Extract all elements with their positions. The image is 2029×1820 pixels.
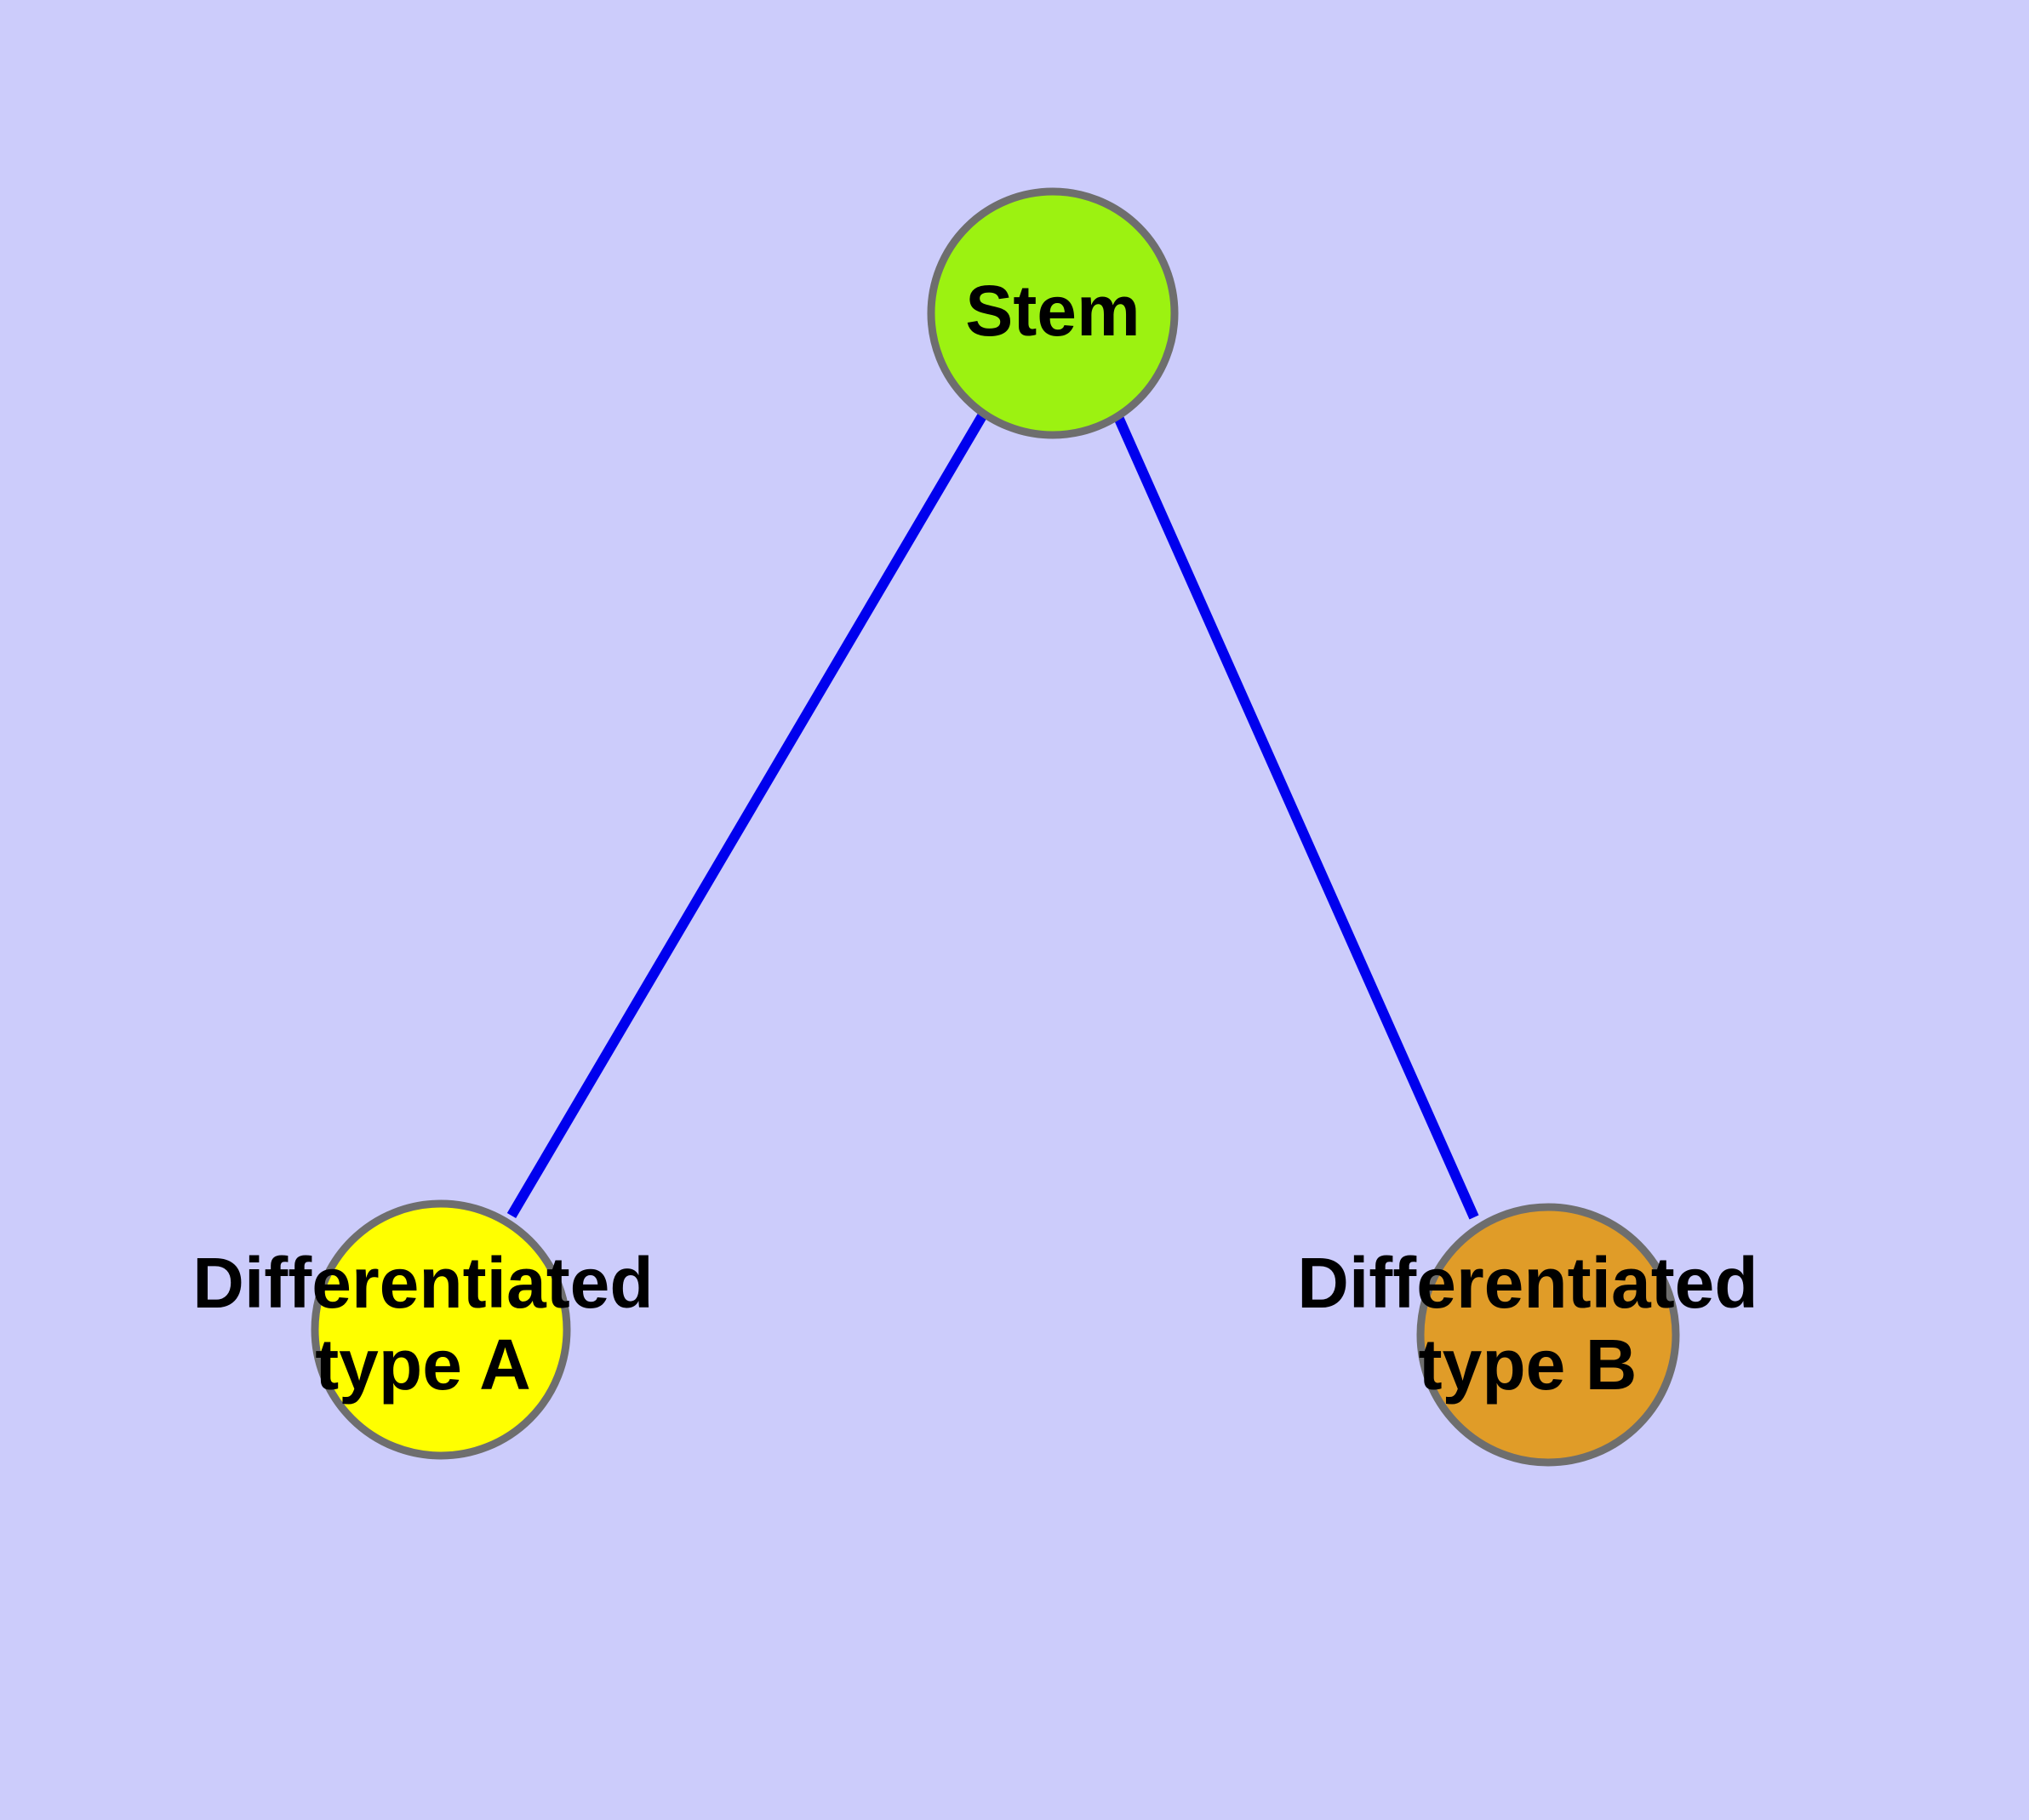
node-circle-diff_a[interactable] xyxy=(311,1199,571,1460)
node-label-line: Differentiated xyxy=(1297,1243,1758,1323)
node-label-line: type B xyxy=(1419,1325,1637,1405)
node-circle-stem[interactable] xyxy=(927,187,1179,439)
node-circle-diff_b[interactable] xyxy=(1416,1203,1680,1467)
edge-stem-to-diff-b[interactable] xyxy=(1113,415,1479,1220)
edge-stem-to-diff-a[interactable] xyxy=(506,411,988,1219)
node-label-line: Stem xyxy=(965,271,1140,351)
node-label-stem: Stem xyxy=(965,271,1140,351)
node-label-line: Differentiated xyxy=(192,1243,653,1323)
nodes-layer xyxy=(311,187,1680,1467)
edges-layer xyxy=(506,411,1479,1220)
node-label-line: type A xyxy=(315,1325,531,1405)
